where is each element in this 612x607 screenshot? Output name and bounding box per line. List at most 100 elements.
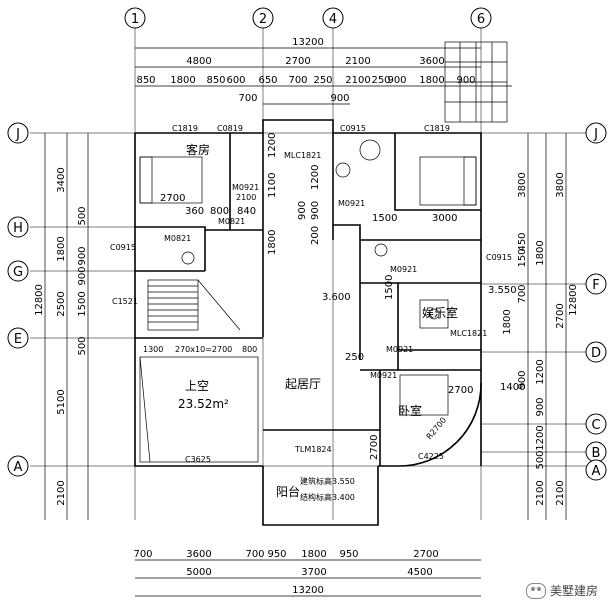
dim-top-fine: 850 bbox=[206, 75, 225, 86]
dim-right-fine: 900 bbox=[535, 397, 546, 416]
dim-1100: 1100 bbox=[267, 173, 278, 198]
grid-right-b: B bbox=[592, 446, 601, 461]
grid-right-j: J bbox=[593, 127, 598, 142]
dim-right-fine: 1200 bbox=[535, 359, 546, 384]
dim-2100: 2100 bbox=[236, 193, 256, 202]
dim-2700-b: 2700 bbox=[448, 385, 473, 396]
level-3600: 3.600 bbox=[322, 292, 351, 303]
room-guest: 客房 bbox=[186, 142, 210, 157]
dim-bottom-fine: 1800 bbox=[301, 549, 326, 560]
balcony-note-1: 建筑标高3.550 bbox=[300, 476, 355, 486]
wechat-icon bbox=[525, 582, 546, 599]
door-m0921-b: M0921 bbox=[338, 199, 365, 208]
door-m0921-a: M0921 bbox=[232, 183, 259, 192]
toilet-a bbox=[181, 251, 195, 265]
bedroom-bed bbox=[399, 374, 449, 416]
grid-right-c: C bbox=[591, 418, 600, 433]
dim-right-total: 12800 bbox=[568, 284, 579, 316]
dim-top-fine: 900 bbox=[387, 75, 406, 86]
dim-right-fine: 900 bbox=[517, 370, 528, 389]
dim-900-b: 900 bbox=[297, 201, 308, 220]
room-void: 上空 bbox=[185, 379, 209, 393]
top-dimensions: 13200 4800 2700 2100 3600 850 1800 850 6… bbox=[135, 37, 512, 123]
stair bbox=[147, 279, 241, 331]
dim-1500: 1500 bbox=[372, 213, 397, 224]
dim-left-mid: 5100 bbox=[56, 389, 67, 414]
dim-right-fine: 1800 bbox=[535, 240, 546, 265]
dim-2700-c: 2700 bbox=[369, 435, 380, 460]
dim-right-fine: 150 bbox=[517, 248, 528, 267]
dim-right-fine: 450 bbox=[517, 232, 528, 251]
grid-right-f: F bbox=[592, 278, 599, 293]
dim-250: 250 bbox=[345, 352, 364, 363]
window-c0819: C0819 bbox=[217, 124, 243, 133]
dim-left-mid: 1800 bbox=[56, 236, 67, 261]
door-m0921-e: M0921 bbox=[370, 371, 397, 380]
dim-top-mid: 3600 bbox=[419, 56, 444, 67]
level-3550: 3.550 bbox=[488, 285, 517, 296]
grid-bubbles-right: J F D C B A bbox=[585, 122, 607, 481]
dim-left-mid: 2100 bbox=[56, 480, 67, 505]
window-c0915-b: C0915 bbox=[110, 243, 136, 252]
dim-right-fine: 3800 bbox=[517, 172, 528, 197]
window-c3625: C3625 bbox=[185, 455, 211, 464]
dim-1300: 1300 bbox=[143, 345, 163, 354]
window-c1819-a: C1819 bbox=[172, 124, 198, 133]
grid-top-1: 1 bbox=[131, 12, 139, 27]
radius-r2700: R2700 bbox=[425, 416, 449, 442]
dim-bottom-total: 13200 bbox=[292, 585, 324, 596]
grid-bubbles-left: J H G E A bbox=[7, 122, 29, 477]
door-m0921-c: M0921 bbox=[390, 265, 417, 274]
dim-top-fine: 850 bbox=[136, 75, 155, 86]
grid-right-d: D bbox=[591, 346, 601, 361]
door-m0821-b: M0821 bbox=[218, 217, 245, 226]
room-living: 起居厅 bbox=[285, 377, 321, 391]
dim-left-total: 12800 bbox=[34, 284, 45, 316]
furniture bbox=[139, 139, 477, 416]
grid-top-2: 2 bbox=[259, 12, 267, 27]
dim-left-mid: 2500 bbox=[56, 291, 67, 316]
dim-right-fine: 2100 bbox=[535, 480, 546, 505]
dim-right-mid: 2700 bbox=[555, 303, 566, 328]
dim-1800: 1800 bbox=[267, 230, 278, 255]
dim-top-fine: 900 bbox=[456, 75, 475, 86]
grid-lines bbox=[30, 28, 590, 520]
shower bbox=[359, 139, 381, 161]
dim-900: 900 bbox=[310, 201, 321, 220]
window-c1819-b: C1819 bbox=[424, 124, 450, 133]
dim-top-fine: 1800 bbox=[419, 75, 444, 86]
dim-top-total: 13200 bbox=[292, 37, 324, 48]
dim-right-mid: 3800 bbox=[555, 172, 566, 197]
dim-left-fine: 1500 bbox=[77, 291, 88, 316]
dim-right-fine: 1800 bbox=[502, 309, 513, 334]
dim-top-fine: 600 bbox=[226, 75, 245, 86]
window-c0915-c: C0915 bbox=[486, 253, 512, 262]
left-dimensions: 12800 3400 1800 2500 5100 2100 500 900 9… bbox=[34, 133, 89, 520]
dim-1200: 1200 bbox=[267, 133, 278, 158]
dim-3000: 3000 bbox=[432, 213, 457, 224]
dim-left-fine: 900 bbox=[77, 246, 88, 265]
dim-left-fine: 900 bbox=[77, 266, 88, 285]
grid-left-a: A bbox=[14, 460, 23, 475]
master-bed bbox=[419, 156, 477, 206]
door-mlc1821-b: MLC1821 bbox=[450, 329, 487, 338]
roof-terrace-grid bbox=[444, 41, 508, 123]
window-c0915-a: C0915 bbox=[340, 124, 366, 133]
dim-bottom-mid: 5000 bbox=[186, 567, 211, 578]
void-area bbox=[139, 356, 259, 463]
grid-left-h: H bbox=[13, 221, 23, 236]
dim-top-mid: 4800 bbox=[186, 56, 211, 67]
grid-top-4: 4 bbox=[329, 12, 337, 27]
dim-top-fine: 2100 bbox=[345, 75, 370, 86]
dim-800: 800 bbox=[210, 206, 229, 217]
toilet-b bbox=[335, 162, 351, 178]
dim-bottom-fine: 950 bbox=[339, 549, 358, 560]
dim-bottom-fine: 2700 bbox=[413, 549, 438, 560]
dim-800-b: 800 bbox=[242, 345, 257, 354]
window-c4225: C4225 bbox=[418, 452, 444, 461]
dim-left-fine: 500 bbox=[77, 336, 88, 355]
door-m0821: M0821 bbox=[164, 234, 191, 243]
dim-right-fine: 500 bbox=[535, 450, 546, 469]
grid-top-6: 6 bbox=[477, 12, 485, 27]
